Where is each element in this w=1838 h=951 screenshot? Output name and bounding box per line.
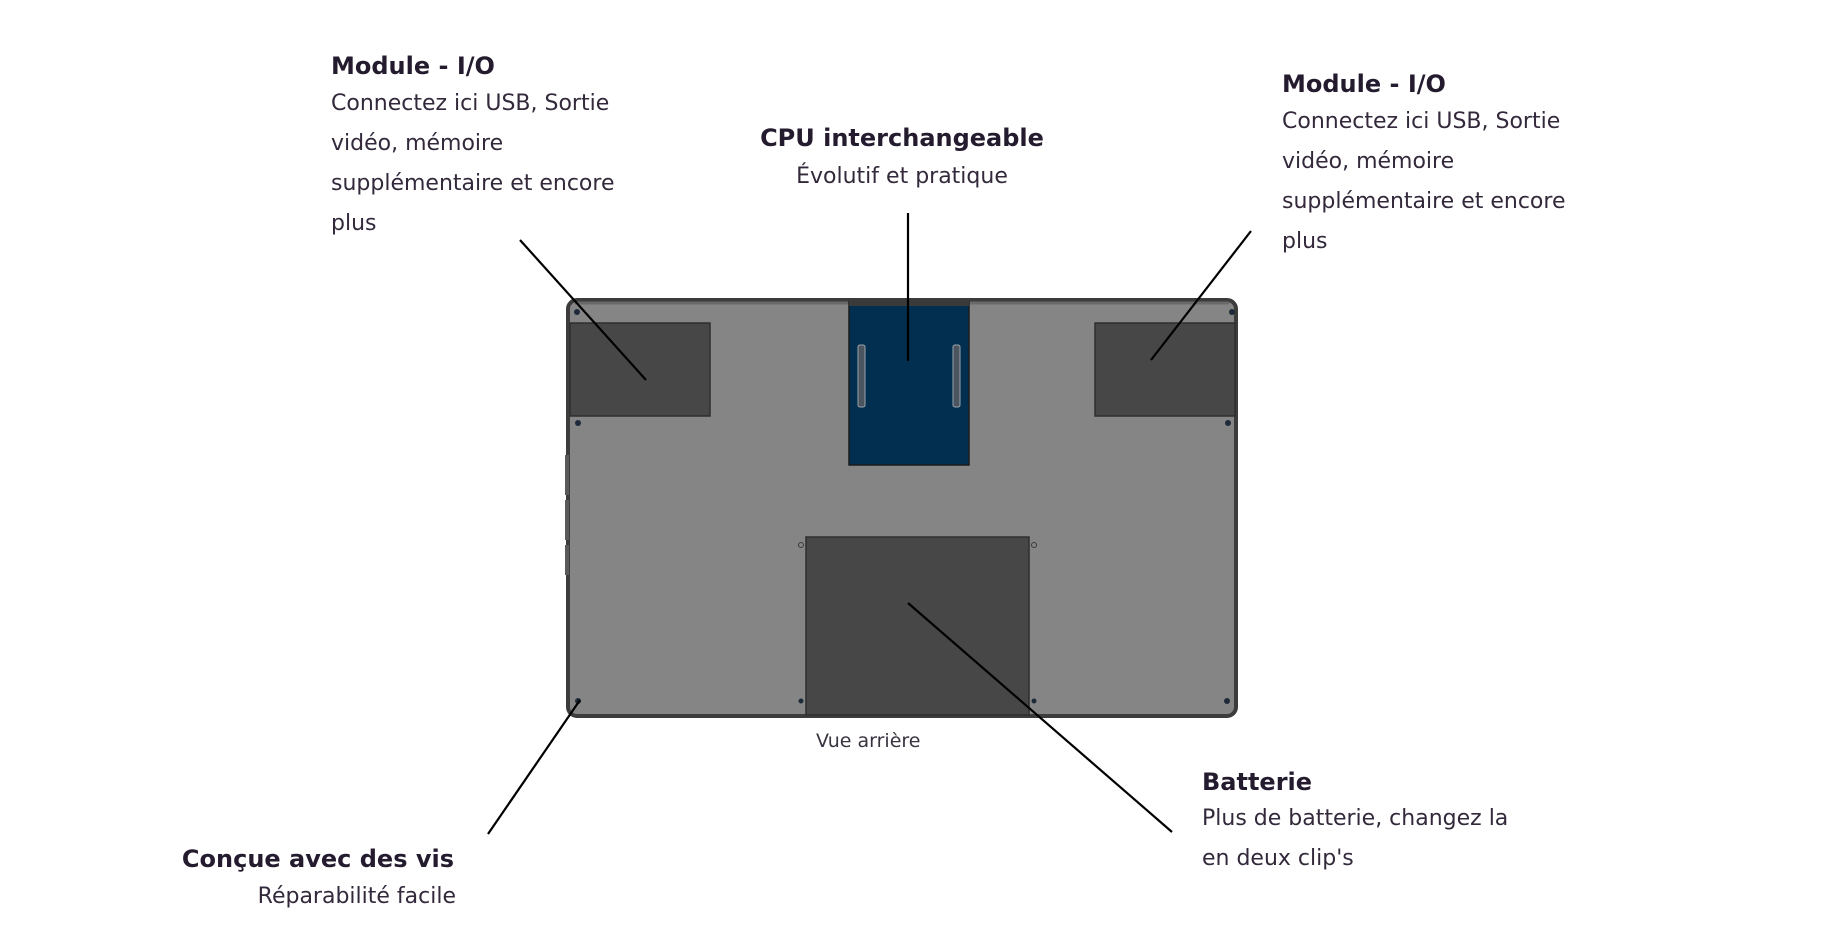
leader-io-left (519, 239, 647, 381)
screws-title: Conçue avec des vis (181, 845, 454, 873)
leader-lines (487, 213, 1252, 835)
view-caption: Vue arrière (816, 730, 921, 752)
leader-io-right (1150, 230, 1252, 361)
screws-text: Réparabilité facile (257, 884, 456, 909)
side-button (565, 545, 569, 575)
cpu-title: CPU interchangeable (760, 124, 1044, 152)
cpu-rail-left (857, 344, 866, 408)
io-module-right (1094, 322, 1236, 417)
screw (1225, 420, 1231, 426)
battery-text: Plus de batterie, changez la en deux cli… (1202, 806, 1509, 871)
io-module-left (569, 322, 711, 417)
io-right-title: Module - I/O (1282, 70, 1446, 98)
screw (1229, 309, 1235, 315)
cpu-text: Évolutif et pratique (796, 164, 1008, 189)
battery-clip (798, 542, 804, 548)
side-button (565, 455, 569, 495)
io-left-title: Module - I/O (331, 52, 495, 80)
leader-screws (487, 699, 581, 835)
io-left-text: Connectez ici USB, Sortie vidéo, mémoire… (331, 91, 615, 236)
screw (1031, 698, 1037, 704)
side-button (565, 500, 569, 540)
screw (798, 698, 804, 704)
screw (1224, 698, 1230, 704)
cpu-rail-right (952, 344, 961, 408)
leader-battery (907, 602, 1173, 833)
battery-title: Batterie (1202, 768, 1313, 796)
battery-module (805, 536, 1030, 716)
screw (574, 309, 580, 315)
battery-clips (798, 542, 1037, 548)
screws (574, 309, 1235, 704)
io-right-text: Connectez ici USB, Sortie vidéo, mémoire… (1282, 109, 1566, 254)
battery-clip (1031, 542, 1037, 548)
screw (575, 420, 581, 426)
